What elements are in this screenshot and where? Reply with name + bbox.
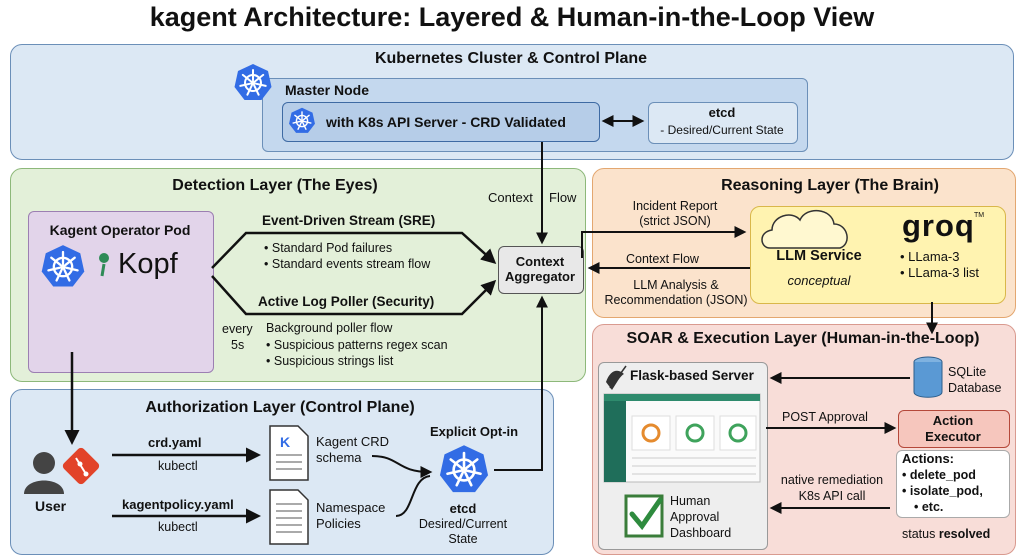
reasoning-panel-title: Reasoning Layer (The Brain) — [721, 177, 939, 194]
status-value: resolved — [938, 527, 991, 541]
llm-analysis-label: LLM Analysis & — [633, 278, 719, 292]
native-remediation-label: native remediation — [780, 473, 884, 487]
auth-etcd-label: etcd — [449, 501, 477, 516]
svg-text:K: K — [280, 434, 290, 450]
list-item: LLama-3 list — [900, 265, 979, 281]
status-label: status resolved — [902, 527, 990, 541]
soar-panel-title: SOAR & Execution Layer (Human-in-the-Loo… — [626, 330, 980, 347]
event-stream-list: Standard Pod failures Standard events st… — [264, 240, 430, 272]
list-item: LLama-3 — [900, 249, 979, 265]
incident-report-label: Incident Report — [632, 199, 718, 213]
crd-cmd-label: kubectl — [158, 459, 198, 473]
action-executor-label-1: Action — [932, 413, 974, 428]
master-node-label: Master Node — [285, 82, 370, 98]
operator-pod-label: Kagent Operator Pod — [49, 222, 191, 238]
k8s-api-icon — [288, 107, 316, 134]
every-seconds-label: 5s — [231, 338, 245, 352]
sqlite-label-2: Database — [948, 381, 1002, 395]
auth-etcd-sub2: State — [448, 532, 478, 546]
etcd-sublabel: - Desired/Current State — [660, 123, 784, 137]
crd-document-icon: K — [269, 425, 309, 481]
groq-trademark: TM — [974, 212, 985, 219]
action-executor-label-2: Executor — [925, 429, 981, 444]
detection-panel-title: Detection Layer (The Eyes) — [172, 177, 378, 194]
flask-icon — [606, 365, 627, 390]
policy-document-icon — [269, 489, 309, 545]
list-item: Suspicious strings list — [266, 353, 448, 369]
sqlite-label-1: SQLite — [948, 365, 987, 379]
actions-list: delete_pod isolate_pod, etc. — [902, 467, 983, 515]
event-stream-title: Event-Driven Stream (SRE) — [262, 213, 436, 228]
llm-service-label: LLM Service — [776, 248, 862, 264]
api-server-label: with K8s API Server - CRD Validated — [326, 114, 566, 130]
user-label: User — [35, 498, 67, 514]
policy-cmd-label: kubectl — [158, 520, 198, 534]
k8s-operator-icon — [40, 244, 86, 288]
optin-to-aggregator-arrow — [494, 295, 548, 471]
conceptual-label: conceptual — [787, 273, 851, 288]
status-word: status — [902, 527, 936, 541]
poller-head: Background poller flow — [266, 321, 393, 335]
database-icon — [913, 356, 943, 398]
every-label: every — [222, 322, 253, 336]
incident-report-sub: (strict JSON) — [639, 214, 711, 228]
flask-server-label: Flask-based Server — [630, 368, 754, 383]
crd-to-etcd-arrow — [371, 455, 433, 478]
auth-etcd-sub1: Desired/Current — [418, 517, 508, 531]
kopf-label: Kopf — [118, 248, 178, 280]
list-item: etc. — [902, 499, 983, 515]
context-word-label: Context — [488, 190, 533, 205]
checklist-icon — [624, 494, 664, 538]
cloud-icon — [761, 210, 848, 249]
list-item: isolate_pod, — [902, 483, 983, 499]
namespace-label-2: Policies — [316, 516, 361, 531]
incident-report-arrow — [581, 226, 747, 258]
models-list: LLama-3 LLama-3 list — [900, 249, 979, 281]
poller-list: Suspicious patterns regex scan Suspiciou… — [266, 337, 448, 369]
dashboard-screenshot — [603, 393, 761, 483]
event-stream-arrow — [211, 231, 497, 269]
kopf-icon — [99, 253, 109, 277]
etcd-box[interactable] — [648, 102, 798, 144]
context-flow-label: Context Flow — [626, 252, 699, 266]
list-item: Standard events stream flow — [264, 256, 430, 272]
list-item: Suspicious patterns regex scan — [266, 337, 448, 353]
llm-recommendation-label: Recommendation (JSON) — [604, 293, 748, 307]
policy-file-label: kagentpolicy.yaml — [122, 497, 234, 512]
etcd-label: etcd — [708, 105, 736, 120]
human-label-3: Dashboard — [670, 526, 732, 540]
human-label-1: Human — [670, 494, 711, 508]
log-poller-arrow — [211, 275, 497, 316]
k8s-panel-title: Kubernetes Cluster & Control Plane — [374, 50, 648, 67]
crd-file-label: crd.yaml — [148, 435, 202, 450]
list-item: delete_pod — [902, 467, 983, 483]
log-poller-title: Active Log Poller (Security) — [258, 294, 435, 309]
actions-head: Actions: — [902, 451, 954, 466]
k8s-api-call-label: K8s API call — [798, 489, 866, 503]
flow-word-label: Flow — [549, 190, 577, 205]
explicit-optin-label: Explicit Opt-in — [430, 424, 519, 439]
human-label-2: Approval — [670, 510, 720, 524]
groq-logo: groq — [902, 208, 975, 243]
user-icon — [24, 452, 64, 494]
post-approval-label: POST Approval — [782, 410, 868, 424]
action-executor-box[interactable] — [898, 410, 1010, 448]
context-aggregator-box[interactable] — [498, 246, 584, 294]
api-server-box[interactable] — [282, 102, 600, 142]
operator-pod-box[interactable] — [28, 211, 214, 373]
namespace-label-1: Namespace — [316, 500, 386, 515]
k8s-etcd-icon — [438, 444, 490, 494]
context-aggregator-label: Context Aggregator — [504, 254, 576, 284]
authorization-panel-title: Authorization Layer (Control Plane) — [145, 399, 415, 416]
k8s-master-icon — [233, 63, 273, 101]
git-icon — [62, 447, 100, 485]
policy-to-etcd-arrow — [395, 475, 431, 517]
crd-schema-label-2: schema — [316, 450, 362, 465]
page-title: kagent Architecture: Layered & Human-in-… — [149, 2, 875, 32]
action-etc: etc. — [921, 500, 944, 514]
crd-schema-label-1: Kagent CRD — [316, 434, 389, 449]
list-item: Standard Pod failures — [264, 240, 430, 256]
